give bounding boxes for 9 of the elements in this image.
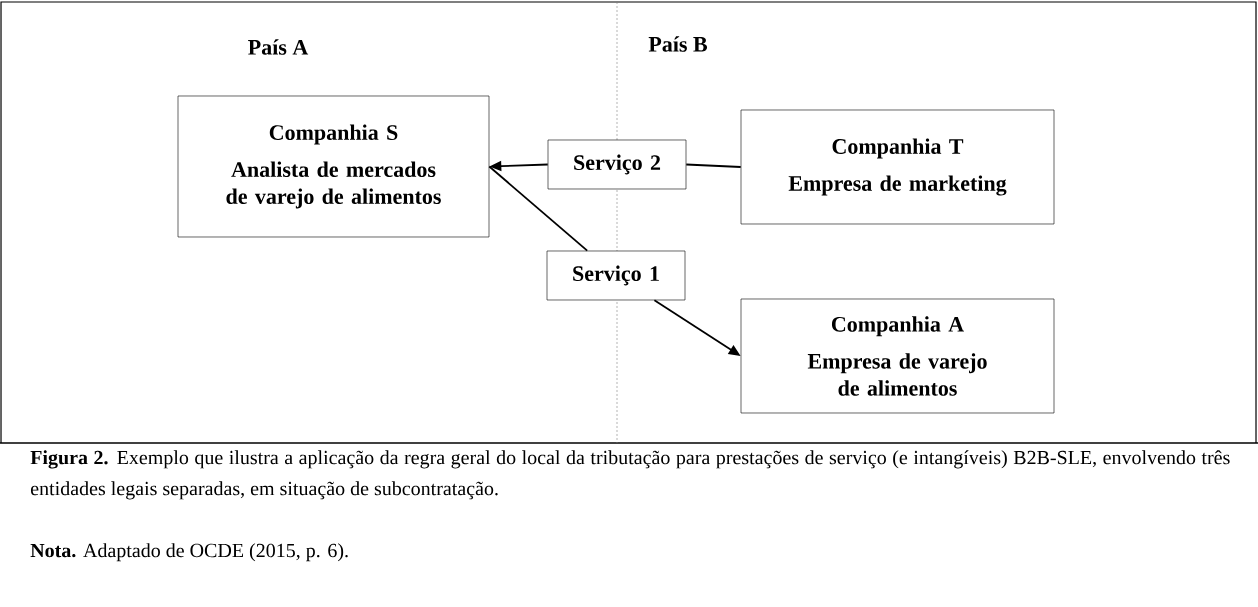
service-box: Serviço 1 (546, 250, 686, 301)
column-heading: País B (648, 36, 708, 52)
note: Nota. Adaptado de OCDE (2015, p. 6). (30, 543, 348, 562)
company-box: Companhia A Empresa de varejo de alimentos (740, 298, 1055, 414)
company-box: Companhia S Analista de mercados de varejo de alimentos (177, 95, 490, 238)
company-box: Companhia T Empresa de marketing (740, 109, 1055, 225)
column-heading: País A (248, 39, 309, 55)
service-box: Serviço 2 (547, 139, 687, 190)
caption: Figura 2. Exemplo que ilustra a aplicação da regra geral do local da tributação para prestações de serviço (e intangíveis) B2B-SLE, envolvendo três entidades legais separadas, em situação de subcontratação. (30, 450, 1230, 500)
